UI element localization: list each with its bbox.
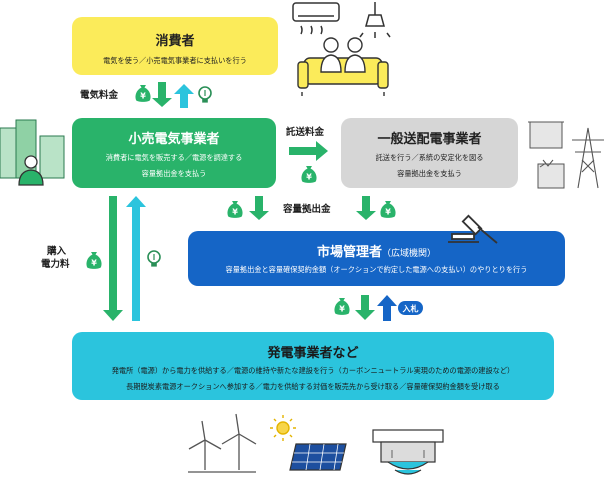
ceiling-lamp-icon [359, 2, 391, 38]
office-building-icon [0, 119, 65, 179]
money-bag-icon [86, 252, 102, 269]
air-conditioner-icon [292, 2, 340, 35]
wheeling-fee-label: 託送料金 [286, 127, 325, 138]
consumer-desc: 電気を使う／小売電気事業者に支払いを行う [103, 56, 247, 65]
light-bulb-icon [147, 250, 161, 268]
transmission-tower-icon [572, 127, 604, 189]
market-title-row: 市場管理者（広域機関） [188, 241, 565, 260]
arrow-up-generator-retailer [126, 196, 146, 321]
money-bag-icon [380, 201, 396, 218]
consumer-title: 消費者 [155, 34, 195, 49]
substation-icon [528, 121, 565, 189]
arrow-down-tso-market [356, 196, 376, 220]
arrow-right-retailer-tso [289, 141, 328, 161]
wind-turbine-icon [188, 413, 257, 473]
market-title: 市場管理者 [316, 245, 382, 260]
tso-desc-1: 託送を行う／系統の安定化を図る [375, 153, 484, 162]
retailer-desc-2: 容量拠出金を支払う [141, 169, 207, 178]
gavel-icon [448, 214, 498, 244]
money-bag-icon [334, 298, 350, 315]
arrow-down-market-generator [355, 295, 375, 320]
person-icon [18, 155, 44, 186]
arrow-down-consumer-retailer [152, 82, 172, 107]
power-purchase-label-1: 購入 [47, 246, 67, 257]
retailer-desc-1: 消費者に電気を販売する／電源を調達する [105, 153, 243, 162]
market-desc: 容量拠出金と容量確保契約金額（オークションで約定した電源への支払い）のやりとりを… [225, 265, 528, 274]
generator-desc-1: 発電所（電源）から電力を供給する／電源の維持や新たな建設を行う（カーボンニュート… [111, 366, 515, 375]
arrow-up-generator-market [377, 295, 397, 321]
arrow-down-retailer-market [249, 196, 269, 220]
generator-desc-2: 長期脱炭素電源オークションへ参加する／電力を供給する対価を販売先から受け取る／容… [126, 382, 500, 391]
tso-desc-2: 容量拠出金を支払う [397, 169, 462, 178]
generator-title: 発電事業者など [267, 346, 359, 361]
money-bag-icon [227, 201, 243, 218]
money-bag-icon [301, 166, 317, 183]
retailer-title: 小売電気事業者 [128, 132, 220, 147]
electricity-fee-label: 電気料金 [80, 90, 119, 101]
arrow-down-retailer-generator [103, 196, 123, 321]
power-purchase-label-2: 電力料 [41, 259, 70, 270]
bid-label: 入札 [402, 304, 419, 314]
bid-badge: 入札 [398, 301, 423, 315]
money-bag-icon [135, 85, 151, 102]
retailer-box: 小売電気事業者 消費者に電気を販売する／電源を調達する 容量拠出金を支払う [72, 118, 276, 188]
generator-box: 発電事業者など 発電所（電源）から電力を供給する／電源の維持や新たな建設を行う（… [72, 332, 554, 400]
consumer-box: 消費者 電気を使う／小売電気事業者に支払いを行う [72, 17, 278, 75]
market-box: 市場管理者（広域機関） 容量拠出金と容量確保契約金額（オークションで約定した電源… [188, 231, 565, 286]
sun-icon [270, 415, 296, 441]
tso-box: 一般送配電事業者 託送を行う／系統の安定化を図る 容量拠出金を支払う [341, 118, 518, 188]
solar-panel-icon [289, 443, 347, 471]
tso-title: 一般送配電事業者 [377, 132, 482, 147]
light-bulb-icon [198, 86, 212, 104]
family-sofa-icon [297, 37, 389, 96]
capacity-contribution-label: 容量拠出金 [283, 204, 331, 215]
market-subtitle: （広域機関） [382, 249, 437, 259]
hydro-dam-icon [372, 429, 444, 475]
arrow-up-retailer-consumer [174, 84, 194, 108]
